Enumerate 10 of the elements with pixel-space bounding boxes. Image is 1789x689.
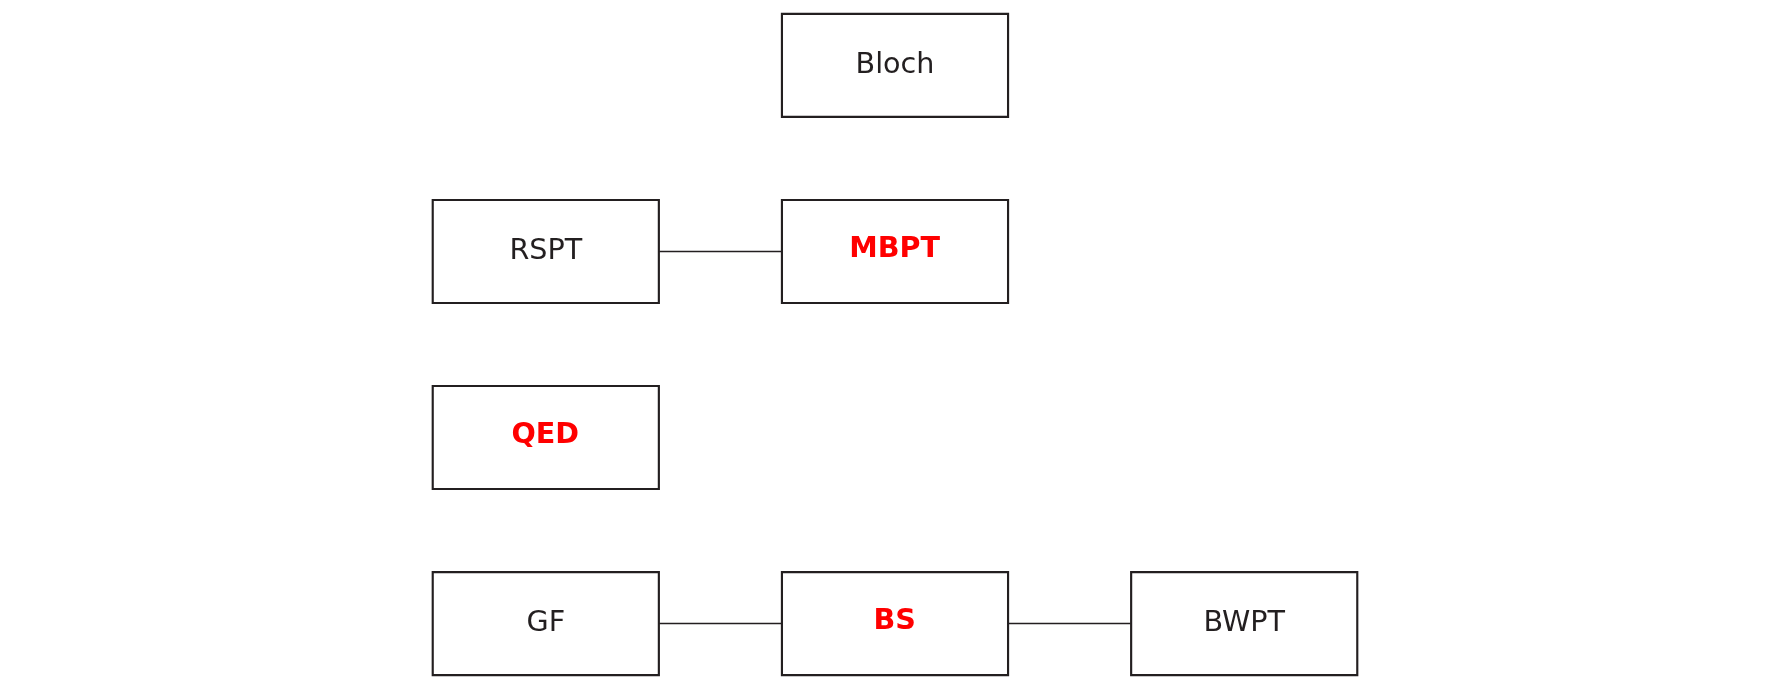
node-box: BS: [780, 571, 1009, 677]
node-box: Bloch: [780, 12, 1009, 118]
node-box: BWPT: [1129, 571, 1358, 677]
connector: [658, 250, 782, 253]
node-box: RSPT: [431, 198, 660, 305]
connector: [658, 622, 782, 625]
node-box: QED: [431, 384, 660, 491]
node-box: MBPT: [780, 198, 1009, 305]
node-box: GF: [431, 571, 660, 677]
connector: [1007, 622, 1131, 625]
